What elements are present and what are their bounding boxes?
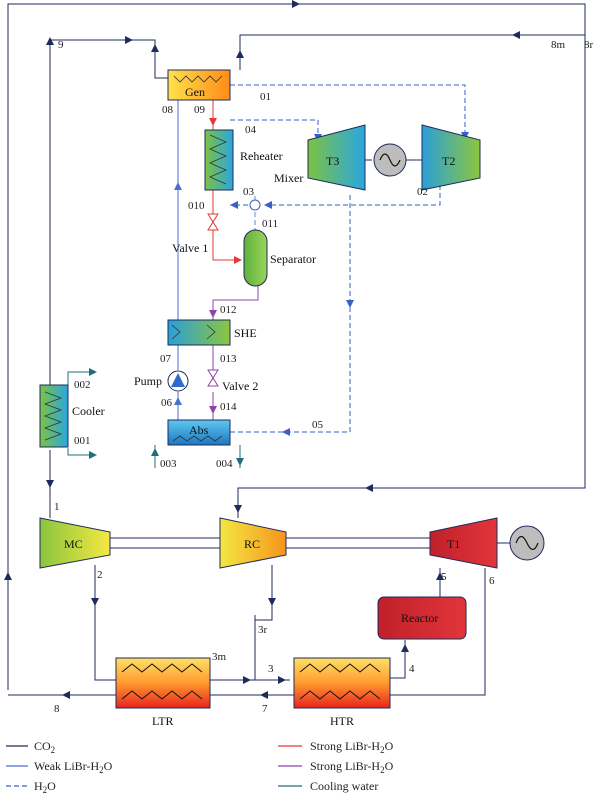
strong-solution-piping <box>209 100 242 264</box>
purple-solution-piping <box>209 285 259 420</box>
svg-text:3m: 3m <box>212 651 227 663</box>
t3-label: T3 <box>326 154 339 168</box>
legend-strong-purple: Strong LiBr-H2O <box>310 759 394 775</box>
solution-heat-exchanger: SHE <box>167 319 257 346</box>
svg-text:004: 004 <box>216 458 233 470</box>
weak-solution-piping <box>174 100 182 420</box>
mc-label: MC <box>64 537 83 551</box>
legend: CO2 Weak LiBr-H2O H2O Strong LiBr-H2O St… <box>6 739 394 795</box>
gen-label: Gen <box>185 85 205 99</box>
svg-text:014: 014 <box>220 401 237 413</box>
water-vapour-piping <box>230 84 466 433</box>
svg-text:08: 08 <box>162 104 174 116</box>
svg-text:8r: 8r <box>584 39 594 51</box>
svg-text:013: 013 <box>220 353 237 365</box>
state-labels: 9 8m 8r 08 09 01 04 02 03 010 011 012 07… <box>54 39 594 715</box>
svg-text:02: 02 <box>417 186 428 198</box>
svg-text:001: 001 <box>74 435 91 447</box>
cooler: Cooler <box>39 384 105 448</box>
svg-text:3: 3 <box>268 663 274 675</box>
valve1-label: Valve 1 <box>172 241 208 255</box>
svg-text:8: 8 <box>54 703 60 715</box>
reactor: Reactor <box>377 596 467 640</box>
svg-text:05: 05 <box>312 419 324 431</box>
high-temperature-recuperator: HTR <box>293 657 391 728</box>
t1-label: T1 <box>447 537 460 551</box>
svg-text:7: 7 <box>262 703 268 715</box>
legend-h2o: H2O <box>34 779 56 795</box>
absorber: Abs <box>167 419 231 446</box>
svg-text:002: 002 <box>74 379 91 391</box>
valve2-label: Valve 2 <box>222 379 258 393</box>
recompressor: RC <box>219 517 287 569</box>
svg-text:06: 06 <box>161 397 173 409</box>
legend-strong-red: Strong LiBr-H2O <box>310 739 394 755</box>
svg-text:09: 09 <box>194 104 206 116</box>
svg-text:010: 010 <box>188 200 205 212</box>
svg-text:6: 6 <box>489 575 495 587</box>
she-label: SHE <box>234 326 257 340</box>
legend-weak: Weak LiBr-H2O <box>34 759 113 775</box>
svg-text:8m: 8m <box>551 39 566 51</box>
turbine-t3: T3 <box>307 124 366 191</box>
svg-text:03: 03 <box>243 186 255 198</box>
svg-text:003: 003 <box>160 458 177 470</box>
valve-1 <box>207 213 219 231</box>
reactor-label: Reactor <box>401 611 438 625</box>
abs-label: Abs <box>189 423 209 437</box>
svg-text:07: 07 <box>160 353 172 365</box>
separator-label: Separator <box>270 252 316 266</box>
co2-piping <box>4 0 586 699</box>
htr-label: HTR <box>330 714 354 728</box>
reheater-label: Reheater <box>240 149 283 163</box>
svg-text:3r: 3r <box>258 624 268 636</box>
ltr-label: LTR <box>152 714 174 728</box>
t2-label: T2 <box>442 154 455 168</box>
reheater: Reheater <box>204 129 283 191</box>
svg-text:1: 1 <box>54 501 60 513</box>
svg-text:4: 4 <box>409 663 415 675</box>
water-arrows <box>230 132 469 436</box>
cooling-water-piping <box>67 368 244 468</box>
mixer <box>249 199 261 211</box>
svg-text:9: 9 <box>58 39 64 51</box>
generator: Gen <box>167 69 231 101</box>
turbine-t2: T2 <box>421 124 481 191</box>
low-temperature-recuperator: LTR <box>115 657 211 728</box>
cooler-label: Cooler <box>72 404 105 418</box>
svg-text:011: 011 <box>262 218 278 230</box>
legend-co2: CO2 <box>34 739 55 755</box>
svg-text:01: 01 <box>260 91 271 103</box>
separator: Separator <box>243 229 316 287</box>
mixer-label: Mixer <box>274 171 303 185</box>
main-compressor: MC <box>39 517 111 569</box>
turbine-t1: T1 <box>429 517 498 569</box>
legend-cooling: Cooling water <box>310 779 378 793</box>
svg-text:012: 012 <box>220 304 237 316</box>
pump-label: Pump <box>134 374 162 388</box>
valve-2 <box>207 369 219 387</box>
svg-text:5: 5 <box>441 571 447 583</box>
svg-text:2: 2 <box>97 569 103 581</box>
rc-label: RC <box>244 537 260 551</box>
pump: Pump <box>134 370 189 392</box>
svg-text:04: 04 <box>245 124 257 136</box>
